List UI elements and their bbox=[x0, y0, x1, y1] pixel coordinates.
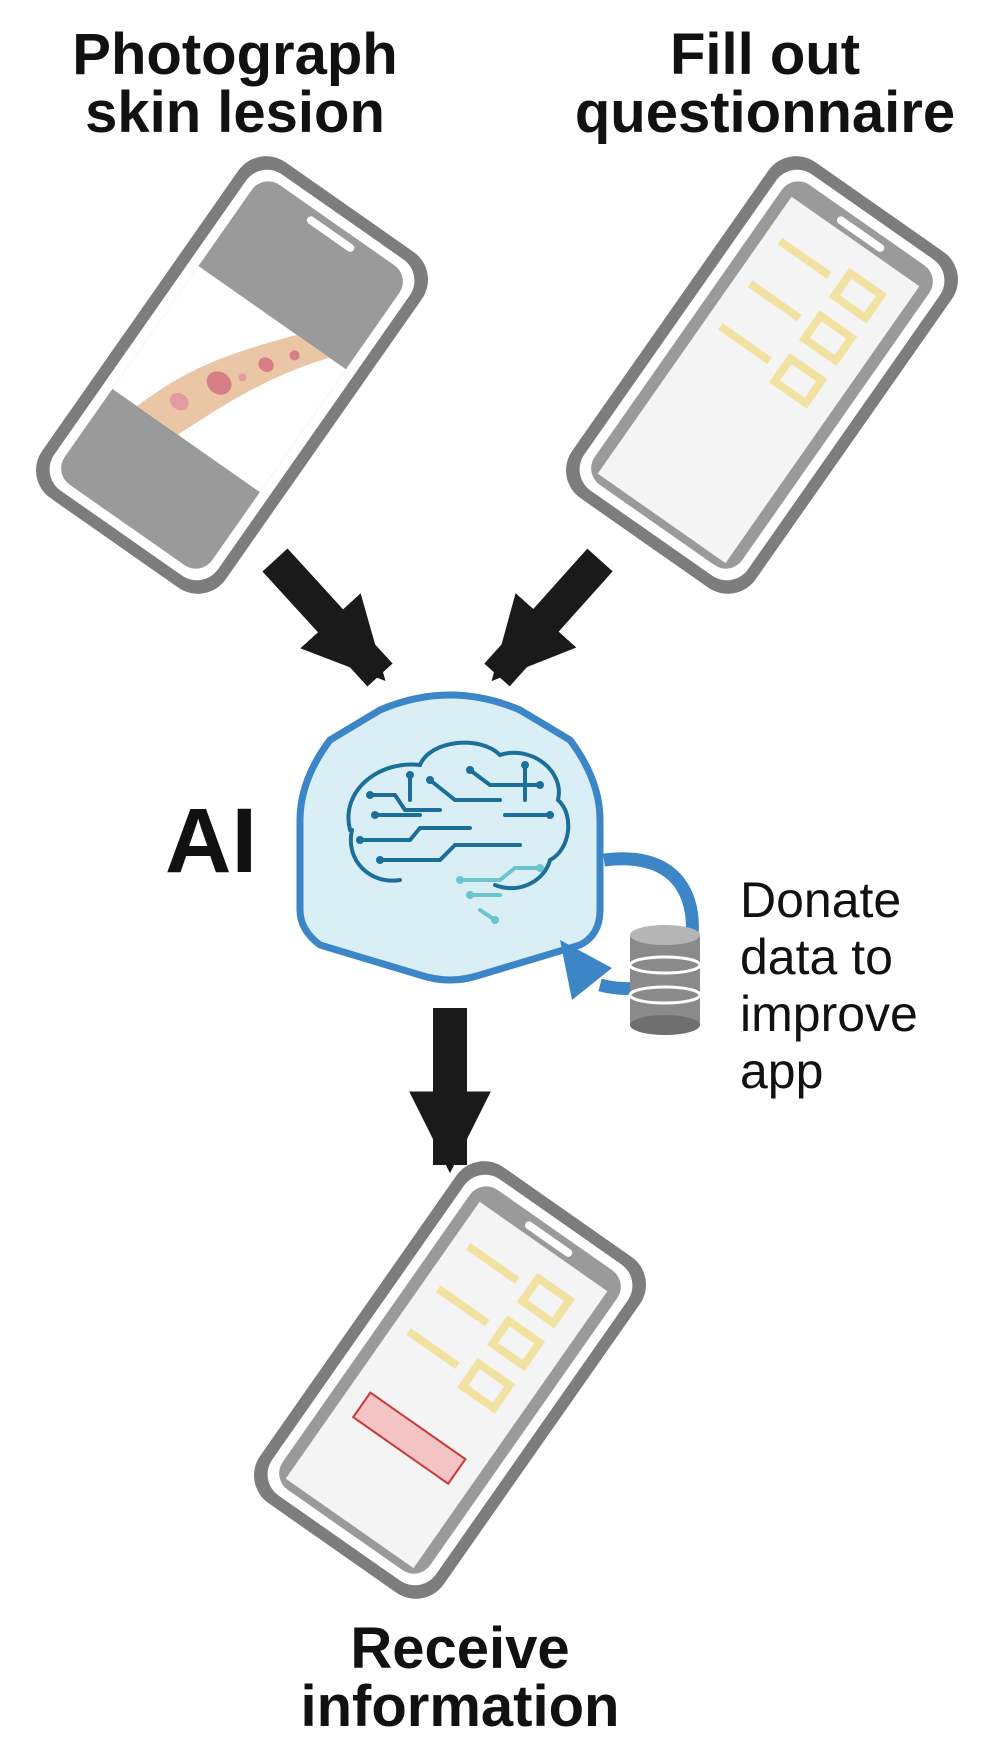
result-alert-icon bbox=[351, 1391, 467, 1486]
label-fill-out-questionnaire: Fill out questionnaire bbox=[574, 22, 956, 145]
label-donate-data: Donate data to improve app bbox=[740, 872, 918, 1099]
phone-photograph-icon bbox=[36, 156, 428, 594]
arrow-photo-to-ai bbox=[262, 548, 393, 687]
ai-hexagon bbox=[296, 691, 604, 984]
database-icon bbox=[628, 925, 702, 1035]
skin-lesion-photo bbox=[112, 266, 346, 493]
phone-questionnaire-icon bbox=[566, 156, 958, 594]
arrow-questionnaire-to-ai bbox=[484, 548, 613, 687]
label-receive-information: Receive information bbox=[300, 1616, 620, 1739]
arrows bbox=[262, 548, 613, 1174]
phone-result-icon bbox=[254, 1161, 646, 1599]
label-photograph-skin-lesion: Photograph skin lesion bbox=[72, 22, 398, 145]
brain-circuit-icon bbox=[346, 740, 571, 924]
questionnaire-icon bbox=[718, 237, 888, 409]
label-ai: AI bbox=[165, 790, 257, 892]
